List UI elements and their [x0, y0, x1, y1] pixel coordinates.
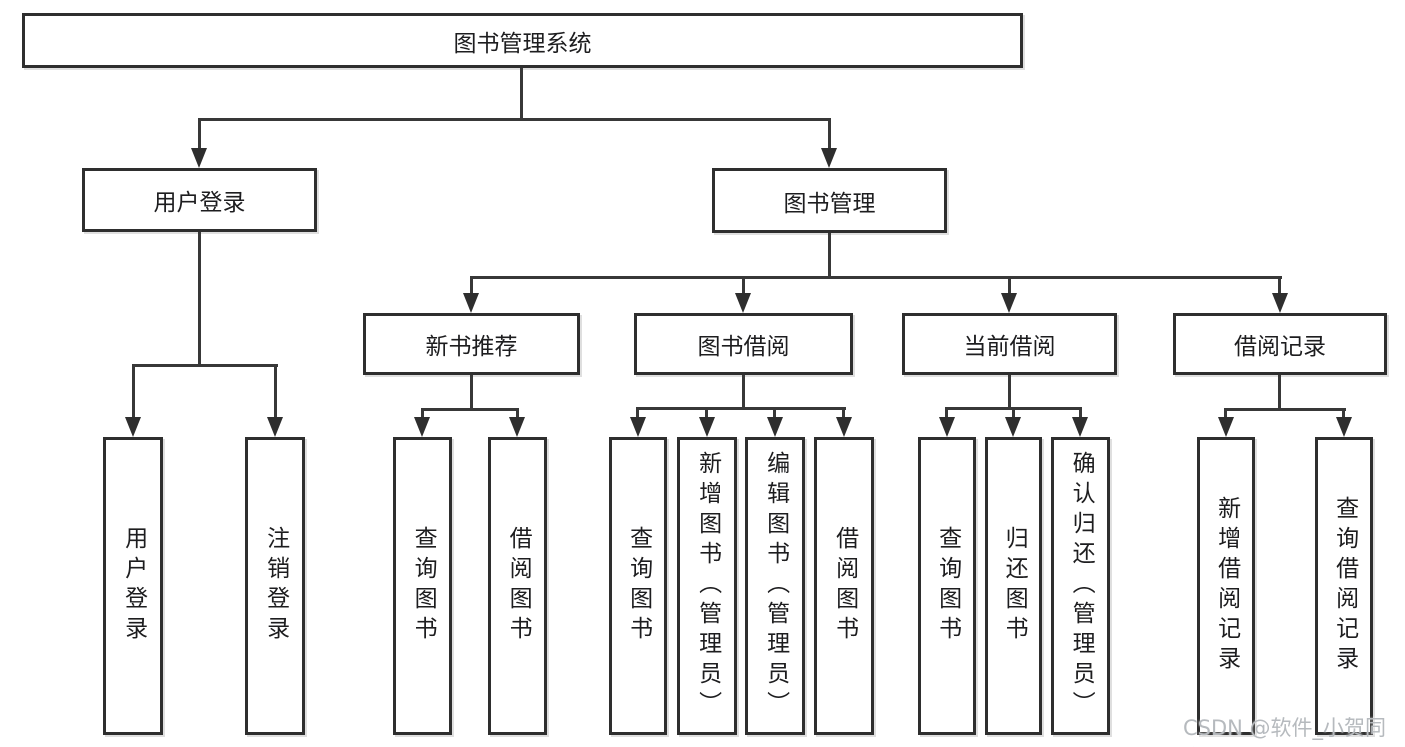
connector-line	[945, 407, 948, 419]
arrow-down-icon	[414, 417, 430, 437]
connector-line	[742, 276, 745, 295]
arrow-down-icon	[836, 417, 852, 437]
arrow-down-icon	[939, 417, 955, 437]
arrow-down-icon	[1218, 417, 1234, 437]
arrow-down-icon	[191, 148, 207, 168]
arrow-down-icon	[1072, 417, 1088, 437]
connector-line	[828, 233, 831, 279]
connector-line	[421, 408, 424, 419]
node-label: 查询图书	[934, 526, 961, 646]
connector-line	[637, 407, 846, 410]
node-label: 借阅图书	[831, 526, 858, 646]
arrow-down-icon	[125, 417, 141, 437]
node-current-borrowing: 当前借阅	[902, 313, 1117, 375]
connector-line	[1012, 407, 1015, 419]
csdn-watermark: CSDN @软件_小贺同学	[1183, 716, 1387, 747]
node-label: 查询图书	[625, 526, 652, 646]
connector-line	[470, 276, 1282, 279]
node-label: 查询图书	[410, 526, 437, 646]
node-label: 借阅图书	[505, 526, 532, 646]
leaf-query-books-borrowing: 查询图书	[609, 437, 667, 735]
leaf-logout: 注销登录	[245, 437, 305, 735]
connector-line	[520, 68, 523, 120]
arrow-down-icon	[267, 417, 283, 437]
node-label: 借阅记录	[1234, 334, 1326, 360]
node-label: 确认归还（管理员）	[1068, 451, 1095, 721]
connector-line	[1008, 375, 1011, 410]
node-label: 图书借阅	[697, 334, 790, 360]
connector-line	[842, 407, 845, 419]
connector-line	[1008, 276, 1011, 295]
arrow-down-icon	[1001, 293, 1017, 313]
arrow-down-icon	[1272, 293, 1288, 313]
connector-line	[132, 364, 135, 419]
leaf-query-borrow-record: 查询借阅记录	[1315, 437, 1373, 735]
connector-line	[773, 407, 776, 419]
node-label: 编辑图书（管理员）	[762, 451, 789, 721]
node-user-login: 用户登录	[82, 168, 317, 232]
node-label: 用户登录	[153, 190, 246, 216]
leaf-borrow-books: 借阅图书	[814, 437, 874, 735]
connector-line	[1278, 375, 1281, 411]
arrow-down-icon	[699, 417, 715, 437]
leaf-confirm-return-admin: 确认归还（管理员）	[1051, 437, 1110, 735]
connector-line	[274, 364, 277, 419]
node-label: 图书管理系统	[453, 30, 592, 57]
leaf-borrow-books-recommend: 借阅图书	[488, 437, 547, 735]
connector-line	[132, 364, 278, 367]
node-library-management-system: 图书管理系统	[22, 13, 1023, 68]
connector-line	[198, 232, 201, 367]
connector-line	[1225, 408, 1346, 411]
connector-line	[742, 375, 745, 410]
connector-line	[1079, 407, 1082, 419]
connector-line	[516, 408, 519, 419]
arrow-down-icon	[1336, 417, 1352, 437]
connector-line	[828, 118, 831, 150]
node-label: 新增图书（管理员）	[694, 451, 721, 721]
node-label: 新书推荐	[425, 334, 518, 360]
connector-line	[1224, 408, 1227, 419]
connector-line	[1278, 276, 1281, 295]
connector-line	[470, 276, 473, 295]
connector-line	[1342, 408, 1345, 419]
node-label: 图书管理	[783, 190, 876, 217]
arrow-down-icon	[735, 293, 751, 313]
node-label: 当前借阅	[963, 334, 1056, 360]
leaf-edit-books-admin: 编辑图书（管理员）	[745, 437, 805, 735]
arrow-down-icon	[509, 417, 525, 437]
connector-line	[636, 407, 639, 419]
leaf-query-books-current: 查询图书	[918, 437, 976, 735]
leaf-add-books-admin: 新增图书（管理员）	[677, 437, 737, 735]
leaf-query-books-recommend: 查询图书	[393, 437, 452, 735]
leaf-user-login: 用户登录	[103, 437, 163, 735]
arrow-down-icon	[1005, 417, 1021, 437]
connector-line	[421, 408, 519, 411]
node-label: 归还图书	[1001, 526, 1028, 646]
connector-line	[198, 118, 831, 121]
arrow-down-icon	[767, 417, 783, 437]
node-new-book-recommend: 新书推荐	[363, 313, 580, 375]
connector-line	[705, 407, 708, 419]
arrow-down-icon	[463, 293, 479, 313]
arrow-down-icon	[630, 417, 646, 437]
node-label: 注销登录	[262, 526, 289, 646]
node-label: 新增借阅记录	[1213, 496, 1240, 676]
node-book-borrowing: 图书借阅	[634, 313, 853, 375]
connector-line	[198, 118, 201, 150]
node-book-management: 图书管理	[712, 168, 947, 233]
leaf-add-borrow-record: 新增借阅记录	[1197, 437, 1255, 735]
node-label: 用户登录	[120, 526, 147, 646]
leaf-return-books: 归还图书	[985, 437, 1042, 735]
arrow-down-icon	[821, 148, 837, 168]
connector-line	[470, 375, 473, 411]
node-label: 查询借阅记录	[1331, 496, 1358, 676]
node-borrowing-records: 借阅记录	[1173, 313, 1387, 375]
